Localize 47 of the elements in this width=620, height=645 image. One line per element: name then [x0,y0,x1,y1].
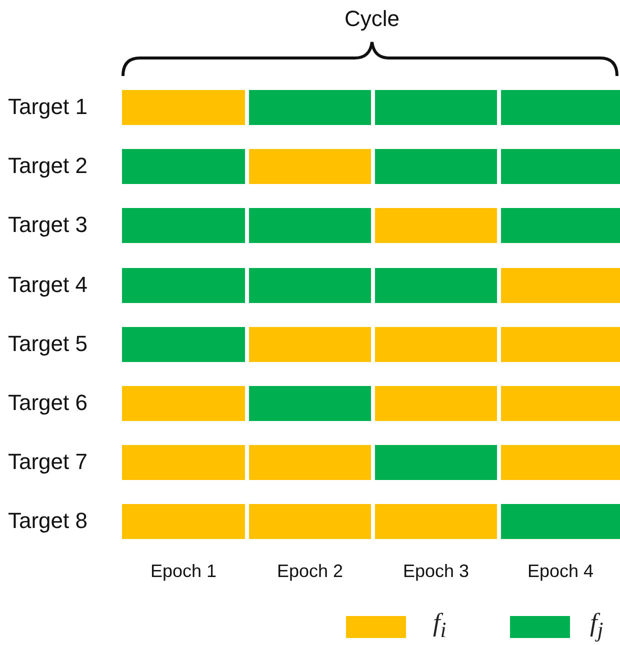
row-label: Target 2 [8,153,88,180]
colored-bar [375,268,497,303]
colored-bar [375,90,497,125]
colored-bar [249,208,371,244]
colored-bar [501,386,620,421]
row-label: Target 5 [8,330,88,357]
row-label: Target 7 [8,449,88,476]
row-label: Target 6 [8,390,88,416]
colored-bar [122,149,245,184]
colored-bar [501,149,620,184]
colored-bar [375,504,497,540]
colored-bar [122,268,245,303]
colored-bar [122,386,245,421]
row-label: Target 1 [8,94,88,120]
colored-bar [122,445,245,480]
colored-bar [501,90,620,125]
colored-bar [122,504,245,540]
column-label: Epoch 2 [276,561,344,582]
colored-bar [375,386,497,421]
colored-bar [249,326,371,362]
legend-label: f$_{i}$ [433,608,446,644]
colored-bar [249,149,371,184]
colored-bar [122,90,245,125]
colored-bar [375,149,497,184]
row-label: Target 4 [8,272,88,298]
column-label: Epoch 3 [402,561,470,582]
colored-bar [501,326,620,362]
column-label: Epoch 4 [527,561,594,582]
column-label: Epoch 1 [150,561,217,582]
colored-bar [501,445,620,480]
colored-bar [375,445,497,480]
colored-bar [249,386,371,421]
colored-bar [249,504,371,540]
colored-bar [249,268,371,303]
colored-bar [375,326,497,362]
legend-label: f$_{j}$ [590,608,604,644]
row-label: Target 8 [8,508,88,534]
colored-bar [501,504,620,540]
colored-bar [501,208,620,244]
colored-bar [375,208,497,244]
colored-bar [122,326,245,362]
colored-bar [501,268,620,303]
colored-bar [122,208,245,244]
row-label: Target 3 [8,212,88,238]
bracket-label: Cycle [344,6,400,32]
colored-bar [249,90,371,125]
colored-bar [249,445,371,480]
